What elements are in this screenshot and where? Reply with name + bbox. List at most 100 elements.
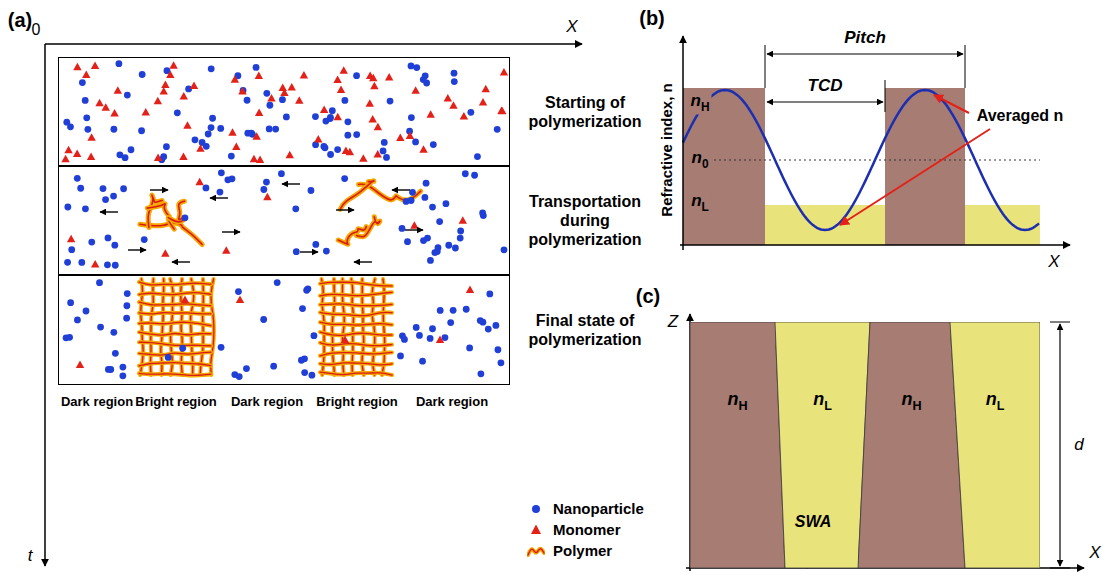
polymer — [320, 282, 392, 286]
nanoparticle — [124, 290, 131, 297]
nanoparticle — [110, 193, 117, 200]
polymer — [139, 332, 211, 335]
polymer — [320, 282, 392, 286]
nanoparticle — [182, 214, 189, 221]
monomer — [334, 113, 342, 121]
monomer — [87, 133, 95, 141]
transport-arrow — [405, 229, 423, 230]
monomer — [222, 246, 230, 254]
nanoparticle — [397, 353, 404, 360]
nanoparticle — [344, 118, 351, 125]
low-index-block — [965, 205, 1040, 245]
axis-label: X — [566, 17, 577, 37]
polymer — [320, 363, 392, 365]
nanoparticle — [218, 344, 225, 351]
polymer — [320, 322, 392, 325]
monomer — [95, 99, 103, 107]
nanoparticle — [419, 358, 426, 365]
nanoparticle — [474, 153, 481, 160]
monomer — [61, 155, 69, 163]
nanoparticle — [447, 319, 454, 326]
polymer — [320, 322, 392, 325]
transport-arrow — [100, 211, 118, 212]
nanoparticle — [401, 336, 408, 343]
monomer — [333, 75, 341, 83]
tcd-arrow — [767, 101, 883, 102]
polymer — [320, 292, 392, 296]
nanoparticle — [79, 79, 86, 86]
nanoparticle — [272, 126, 279, 133]
nanoparticle — [208, 124, 215, 131]
monomer — [256, 155, 264, 163]
nanoparticle — [427, 335, 434, 342]
monomer — [102, 103, 110, 111]
monomer — [374, 150, 382, 158]
monomer — [238, 87, 246, 95]
nanoparticle — [120, 185, 127, 192]
stripe-fill — [858, 322, 965, 568]
monomer — [498, 107, 506, 115]
dimension-label: TCD — [808, 76, 843, 96]
nanoparticle — [253, 64, 260, 71]
polymer — [139, 302, 211, 306]
nanoparticle — [341, 175, 348, 182]
monomer — [196, 144, 204, 152]
polymer — [340, 181, 374, 210]
stage-band: Final state of polymerization — [58, 275, 510, 385]
monomer — [419, 145, 427, 153]
stage-band: Starting of polymerization — [58, 57, 510, 166]
nanoparticle — [163, 143, 170, 150]
polymer — [320, 372, 392, 375]
monomer — [500, 68, 508, 76]
index-label: nL — [950, 389, 1040, 413]
nanoparticle — [122, 154, 129, 161]
nanoparticle — [311, 332, 318, 339]
monomer — [436, 336, 444, 344]
nanoparticle — [457, 228, 464, 235]
index-level: nL — [689, 191, 711, 214]
nanoparticle — [422, 72, 429, 79]
grating-stripe: nH — [690, 322, 785, 568]
nanoparticle — [312, 241, 319, 248]
nanoparticle — [260, 316, 267, 323]
nanoparticle — [408, 197, 415, 204]
nanoparticle — [100, 185, 107, 192]
nanoparticle — [429, 325, 436, 332]
nanoparticle — [141, 236, 148, 243]
dimension-tick — [1050, 322, 1070, 323]
legend-text: Polymer — [553, 542, 612, 559]
monomer — [279, 84, 287, 92]
legend-swatch — [527, 501, 545, 517]
polymer — [362, 279, 364, 375]
nanoparticle — [63, 334, 70, 341]
index-level: nH — [689, 91, 712, 114]
nanoparticle — [205, 131, 212, 138]
pitch-guide — [765, 45, 766, 88]
dimension-label: d — [1074, 435, 1083, 455]
nanoparticle — [383, 154, 390, 161]
polymer — [139, 282, 211, 285]
nanoparticle — [292, 205, 299, 212]
monomer — [161, 249, 169, 257]
nanoparticle — [74, 316, 81, 323]
stripe-fill — [690, 322, 785, 568]
polymer — [320, 312, 392, 315]
thickness-arrow — [1059, 324, 1060, 566]
nanoparticle — [83, 308, 90, 315]
polymer — [139, 342, 211, 346]
angle-label: SWA — [795, 513, 831, 531]
monomer — [341, 336, 349, 344]
nanoparticle — [462, 170, 469, 177]
legend-swatch — [527, 543, 545, 559]
nanoparticle — [139, 71, 146, 78]
axis-label: Z — [668, 312, 678, 332]
nanoparticle — [123, 302, 130, 309]
grating-stripe: nL — [950, 322, 1040, 568]
monomer — [410, 221, 418, 229]
monomer — [385, 73, 393, 81]
nanoparticle — [451, 78, 458, 85]
nanoparticle — [104, 261, 111, 268]
average-line — [714, 160, 1040, 161]
nanoparticle — [278, 170, 285, 177]
nanoparticle — [327, 114, 334, 121]
